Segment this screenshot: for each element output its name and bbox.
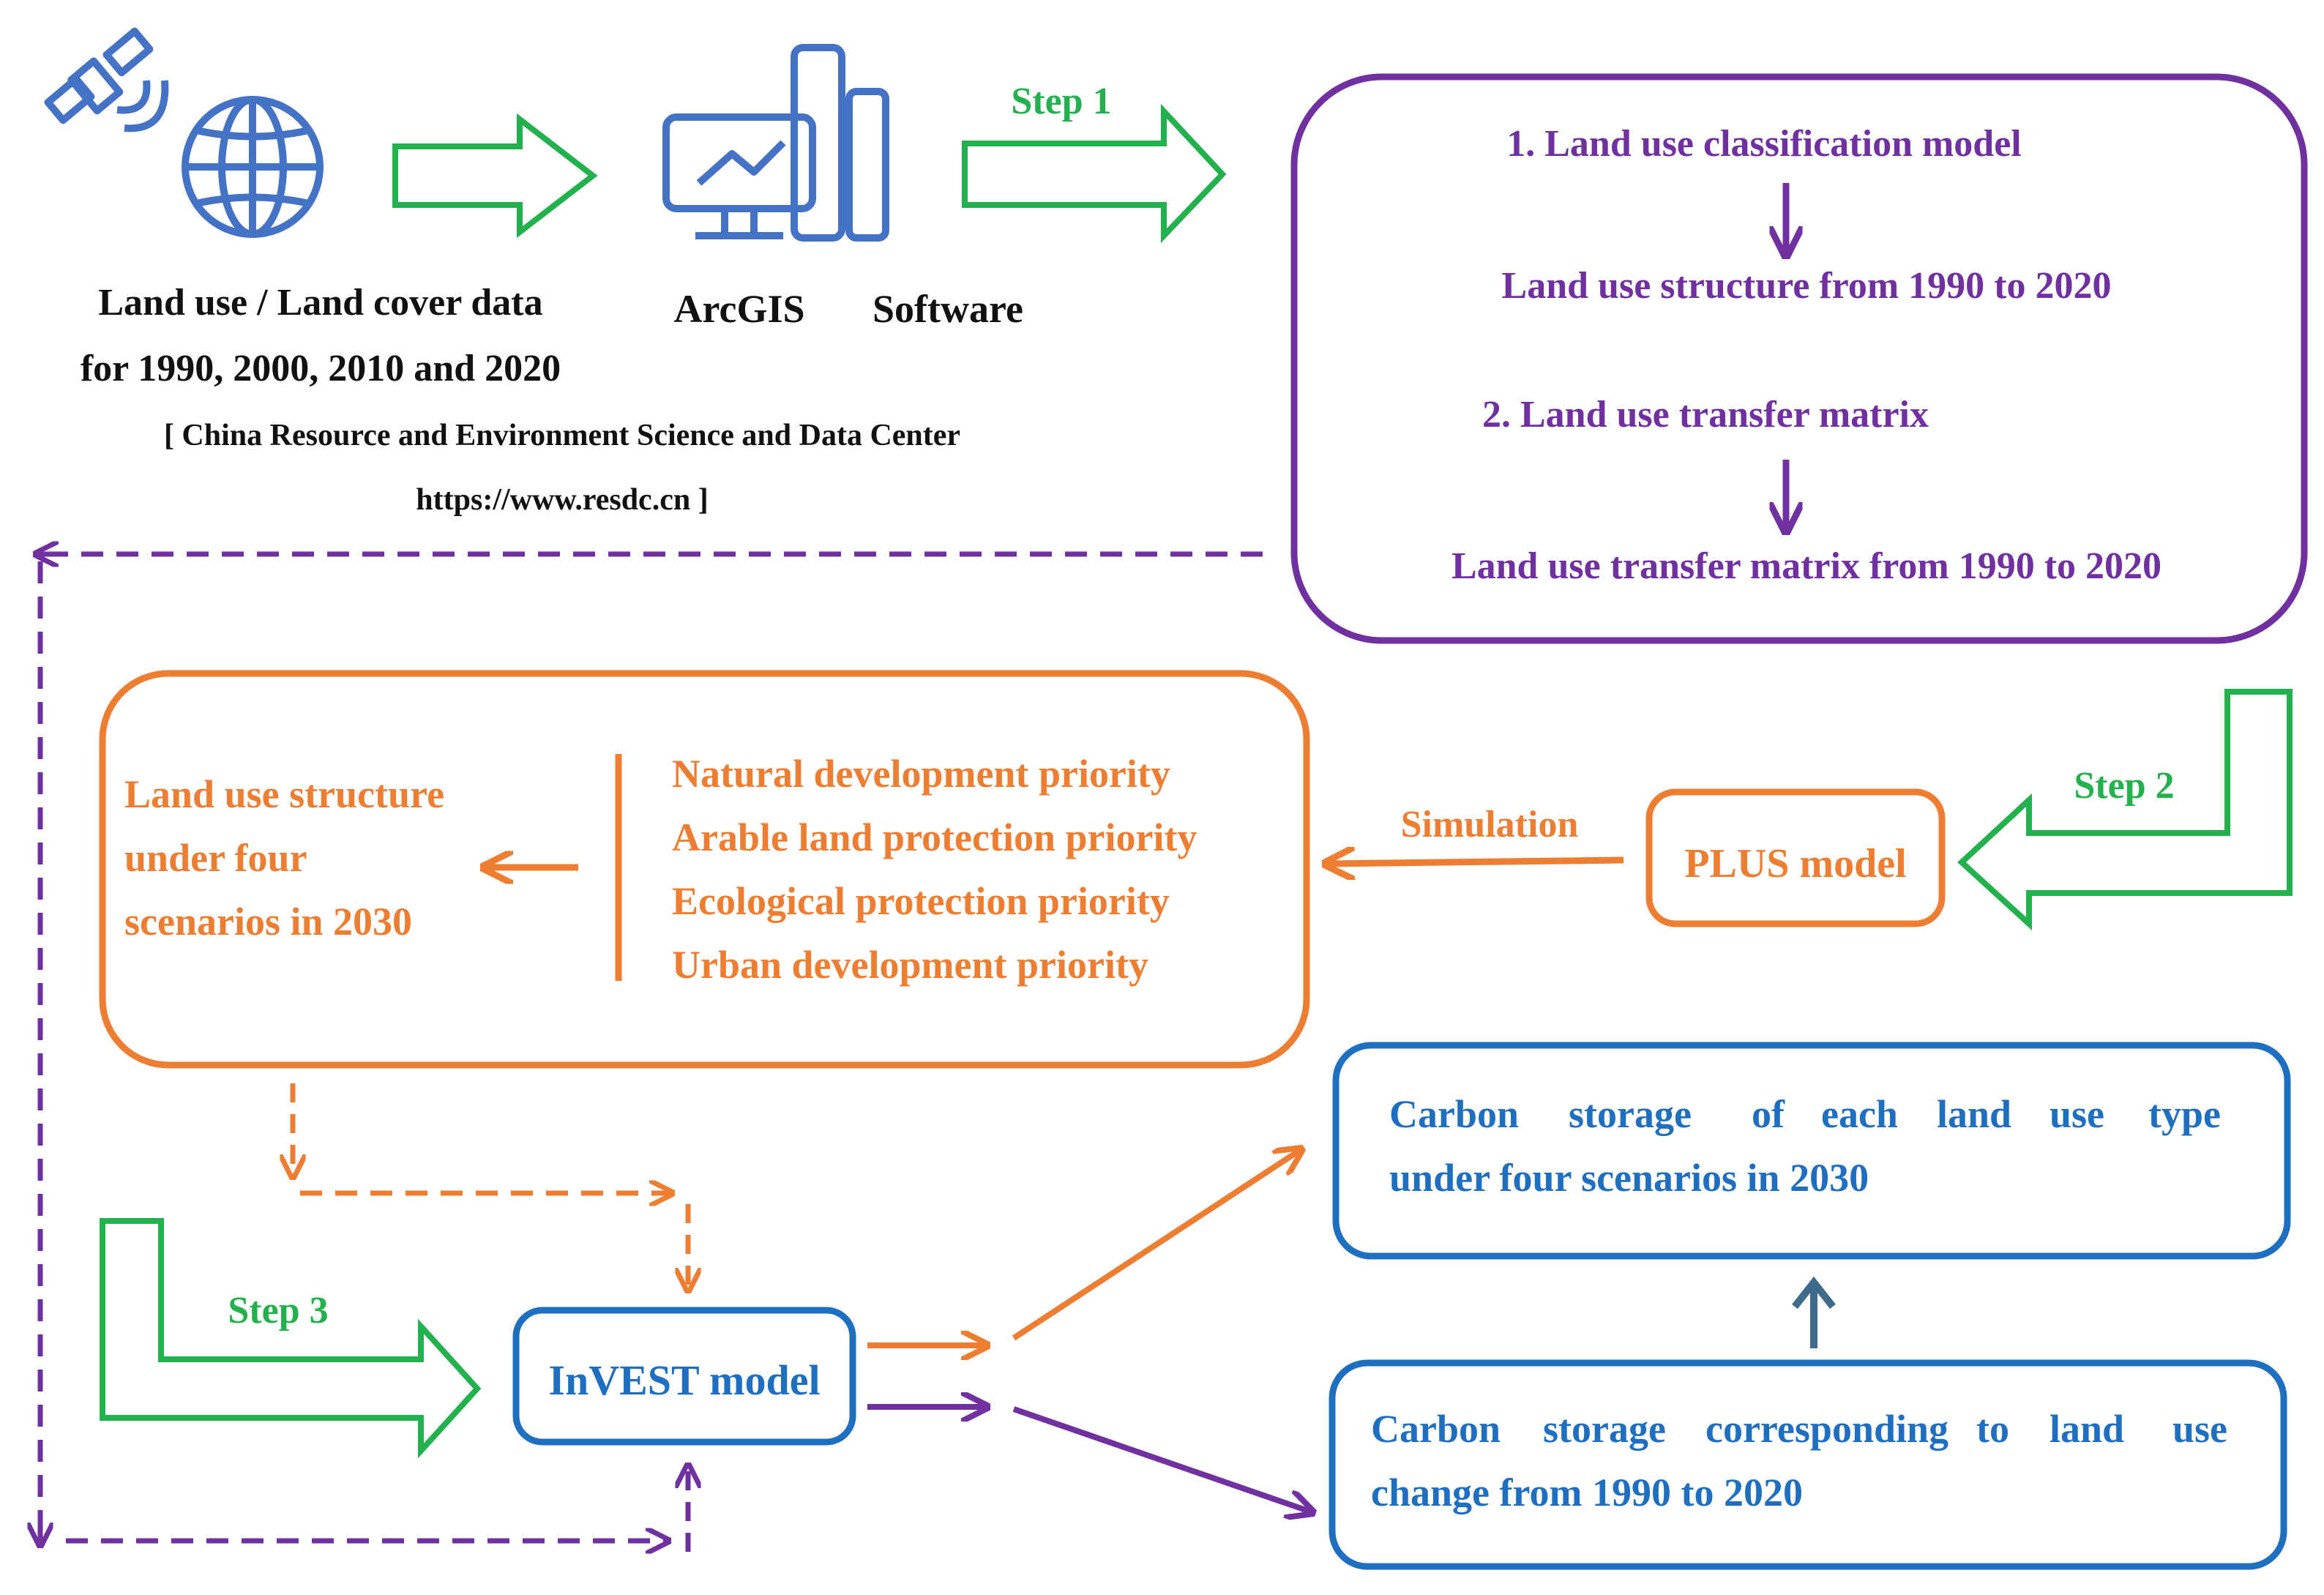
carbon-box-1-line-2: under four scenarios in 2030 xyxy=(1389,1156,1869,1200)
carbon-2-word: land xyxy=(2050,1407,2124,1451)
step1-label: Step 1 xyxy=(1011,81,1111,122)
arcgis-label: ArcGIS xyxy=(673,287,804,331)
invest-model-label: InVEST model xyxy=(548,1356,820,1404)
software-label: Software xyxy=(873,287,1023,331)
step3-label: Step 3 xyxy=(228,1290,328,1331)
plus-model-label: PLUS model xyxy=(1684,841,1906,886)
step2-arrow xyxy=(1957,689,2293,931)
data-title-line2: for 1990, 2000, 2010 and 2020 xyxy=(81,348,561,389)
orange-scenario-box xyxy=(99,670,1310,1069)
data-title-line1: Land use / Land cover data xyxy=(98,282,542,324)
step1-arrow xyxy=(962,103,1227,243)
carbon-2-word: Carbon xyxy=(1371,1407,1501,1451)
data-source-line1: [ China Resource and Environment Science… xyxy=(164,419,960,452)
globe-icon xyxy=(182,96,324,238)
orange-to-carbon-1 xyxy=(1012,1151,1299,1341)
carbon-box-1-line-1: Carbon storage of each land use type xyxy=(1389,1092,2221,1136)
scenario-ecological: Ecological protection priority xyxy=(672,879,1170,923)
carbon-2-word: corresponding xyxy=(1705,1407,1949,1451)
carbon-box-2-line-1: Carbon storage corresponding to land use xyxy=(1371,1407,2227,1451)
chart-monitor-icon xyxy=(662,44,889,242)
simulation-arrow xyxy=(1329,860,1624,864)
scenario-natural: Natural development priority xyxy=(672,752,1170,796)
purple-result-2: Land use transfer matrix from 1990 to 20… xyxy=(1451,545,2162,587)
purple-result-1: Land use structure from 1990 to 2020 xyxy=(1502,265,2112,307)
carbon-1-word: of xyxy=(1752,1092,1785,1136)
carbon-2-word: to xyxy=(1976,1407,2009,1451)
carbon-1-word: land xyxy=(1937,1092,2011,1136)
scenario-arable: Arable land protection priority xyxy=(672,815,1197,859)
invest-model-box xyxy=(512,1307,856,1446)
carbon-1-word: use xyxy=(2050,1092,2104,1136)
carbon-1-word: Carbon xyxy=(1389,1092,1519,1136)
carbon-up-arrow-head xyxy=(1792,1276,1836,1310)
purple-to-carbon-2 xyxy=(1012,1406,1310,1512)
scenario-urban: Urban development priority xyxy=(672,943,1148,987)
flow-arrow-1 xyxy=(392,113,598,239)
carbon-box-change xyxy=(1329,1359,2287,1570)
carbon-box-scenarios xyxy=(1332,1042,2291,1260)
carbon-2-word: use xyxy=(2172,1407,2227,1451)
carbon-1-word: type xyxy=(2148,1092,2221,1136)
structure-line-2: under four xyxy=(124,836,307,880)
carbon-box-2-line-2: change from 1990 to 2020 xyxy=(1371,1471,1803,1514)
structure-line-1: Land use structure xyxy=(124,772,444,816)
simulation-label: Simulation xyxy=(1401,804,1579,845)
purple-dashed-connector xyxy=(37,551,1263,1541)
data-source-line2: https://www.resdc.cn ] xyxy=(416,483,708,517)
satellite-icon xyxy=(44,27,169,132)
carbon-1-word: storage xyxy=(1569,1092,1692,1136)
carbon-2-word: storage xyxy=(1543,1407,1666,1451)
plus-model-box xyxy=(1645,788,1946,927)
step3-arrow xyxy=(100,1218,482,1459)
carbon-1-word: each xyxy=(1821,1092,1898,1136)
structure-line-3: scenarios in 2030 xyxy=(124,900,412,944)
purple-item-1: 1. Land use classification model xyxy=(1506,123,2022,165)
step2-label: Step 2 xyxy=(2074,765,2174,807)
purple-process-box xyxy=(1290,73,2308,644)
purple-item-2: 2. Land use transfer matrix xyxy=(1482,394,1929,436)
